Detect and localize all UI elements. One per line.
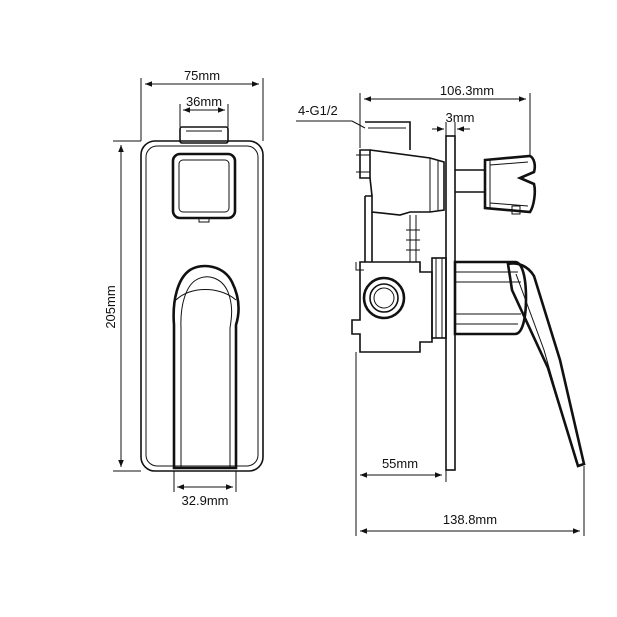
dim-side-plate-gap: 3mm: [446, 110, 475, 125]
dim-side-body-depth: 55mm: [382, 456, 418, 471]
dim-front-lever-width: 32.9mm: [182, 493, 229, 508]
side-valve-body: [351, 121, 447, 353]
side-wall-plate: [445, 135, 456, 471]
side-lever: [453, 260, 586, 468]
dim-side-depth-total: 106.3mm: [440, 83, 494, 98]
dim-side-overall-depth: 138.8mm: [443, 512, 497, 527]
side-view: 4-G1/2 106.3mm 3mm 55mm 138.8mm: [296, 83, 586, 536]
dim-front-button-width: 36mm: [186, 94, 222, 109]
diverter-button: [171, 126, 237, 223]
front-view: 75mm 36mm 205mm 32.9mm: [103, 68, 264, 508]
dim-front-height: 205mm: [103, 285, 118, 328]
dim-side-thread: 4-G1/2: [298, 103, 338, 118]
side-diverter-knob: [455, 154, 537, 215]
front-cover-plate: [140, 140, 264, 472]
front-lever-handle: [172, 264, 240, 470]
dim-front-width: 75mm: [184, 68, 220, 83]
